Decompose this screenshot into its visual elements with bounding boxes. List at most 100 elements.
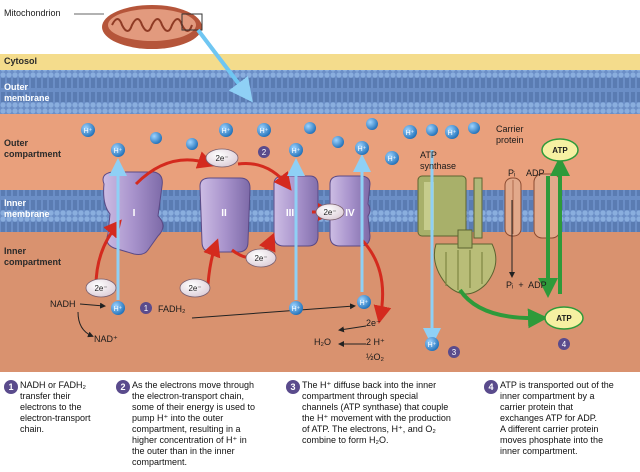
svg-text:H⁺: H⁺ [114, 148, 123, 155]
diagram-badge-2-text: 2 [262, 148, 267, 157]
atp-oval-top [541, 138, 579, 162]
svg-text:H⁺: H⁺ [260, 128, 269, 135]
svg-text:H⁺: H⁺ [114, 306, 123, 313]
atp-synthase [417, 175, 497, 295]
svg-text:2e⁻: 2e⁻ [254, 254, 267, 263]
svg-text:H⁺: H⁺ [428, 342, 437, 349]
cytosol-band [0, 54, 640, 70]
svg-text:H⁺: H⁺ [292, 306, 301, 313]
electron-pair [205, 148, 239, 168]
electron-labels: 2e⁻ 2e⁻ 2e⁻ 2e⁻ 2e⁻ [94, 154, 336, 293]
electron-pair [315, 203, 345, 221]
atp-arrows [458, 156, 570, 329]
step-4-badge: 4 [484, 380, 498, 394]
electron-pair [179, 278, 211, 298]
step-2-badge: 2 [116, 380, 130, 394]
nadh-label: NADH [50, 299, 76, 309]
proton-pump-arrows [109, 150, 441, 346]
diagram-badge-1 [140, 302, 152, 314]
step-4-text: ATP is transported out of the inner comp… [500, 380, 614, 456]
h-ion [81, 123, 95, 137]
svg-text:2e⁻: 2e⁻ [323, 208, 336, 217]
h-ion [366, 118, 378, 130]
mitochondrion-label: Mitochondrion [4, 8, 61, 18]
fadh2-label: FADH₂ [158, 304, 186, 314]
svg-text:H⁺: H⁺ [84, 128, 93, 135]
outer-compartment-label: Outer compartment [4, 138, 62, 159]
h-ion [468, 122, 480, 134]
svg-text:H⁺: H⁺ [360, 300, 369, 307]
h-ion [403, 125, 417, 139]
h-ion [219, 123, 233, 137]
h-ion [426, 124, 438, 136]
half-o2-label: ½O₂ [366, 352, 384, 362]
step-2-text: As the electrons move through the electr… [132, 380, 256, 467]
step-3-text: The H⁺ diffuse back into the inner compa… [302, 380, 451, 445]
atp-top-label: ATP [552, 146, 568, 155]
h-ion [357, 295, 371, 309]
outer-membrane-label: Outer membrane [4, 82, 50, 103]
step-1-badge: 1 [4, 380, 18, 394]
svg-text:H⁺: H⁺ [292, 148, 301, 155]
diagram-badge-3 [448, 346, 460, 358]
inner-compartment-label: Inner compartment [4, 246, 62, 267]
h-ion [355, 141, 369, 155]
h-ion [332, 136, 344, 148]
diagram-badge-4 [558, 338, 570, 350]
svg-text:H⁺: H⁺ [358, 146, 367, 153]
svg-text:2e⁻: 2e⁻ [94, 284, 107, 293]
complex-III-label: III [286, 208, 295, 219]
atp-oval-bottom [544, 306, 584, 330]
h-ion [150, 132, 162, 144]
h-ion [304, 122, 316, 134]
svg-text:2e⁻: 2e⁻ [215, 154, 228, 163]
cytosol-label: Cytosol [4, 56, 38, 66]
diagram-badge-3-text: 3 [452, 348, 457, 357]
h-ions [81, 118, 480, 351]
atp-synthase-label: ATP synthase [420, 150, 457, 171]
zoom-arrow [196, 28, 253, 103]
outer-membrane [0, 70, 640, 114]
water-label: H₂O [314, 337, 331, 347]
step-1-text: NADH or FADH₂ transfer their electrons t… [20, 380, 91, 434]
carrier-protein-label: Carrier protein [496, 124, 524, 145]
h-ion [111, 301, 125, 315]
phosphate-carrier [504, 177, 522, 237]
h-ion [289, 143, 303, 157]
pi-adp-bottom-label: Pᵢ + ADP [506, 280, 547, 290]
diagram-badge-1-text: 1 [144, 304, 149, 313]
svg-text:H⁺: H⁺ [448, 130, 457, 137]
complex-I-label: I [133, 208, 136, 219]
h-ion [425, 337, 439, 351]
complex-IV [329, 175, 371, 247]
electron-pair [85, 278, 117, 298]
caption-area [0, 372, 640, 472]
diagram-badge-2 [258, 146, 270, 158]
svg-text:H⁺: H⁺ [406, 130, 415, 137]
pi-top-label: Pᵢ [508, 168, 516, 178]
electron-pairs [85, 148, 345, 298]
mitochondrion-icon [74, 5, 203, 49]
inner-compartment [0, 232, 640, 372]
chemistry-arrows [77, 200, 515, 347]
top-white-area [0, 0, 640, 54]
inner-membrane-label: Inner membrane [4, 198, 50, 219]
atp-bottom-label: ATP [556, 314, 572, 323]
step-3-badge: 3 [286, 380, 300, 394]
diagram-badge-4-text: 4 [562, 340, 567, 349]
h-ion [445, 125, 459, 139]
adp-top-label: ADP [526, 168, 545, 178]
two-h-label: 2 H⁺ [366, 337, 385, 347]
nad-plus-label: NAD⁺ [94, 334, 118, 344]
h-ion [385, 151, 399, 165]
h-ion [186, 138, 198, 150]
complex-IV-label: IV [345, 208, 355, 219]
h-ion-labels: H⁺ H⁺ H⁺ H⁺ H⁺ H⁺ H⁺ H⁺ H⁺ H⁺ H⁺ H⁺ H⁺ [84, 128, 457, 349]
svg-text:H⁺: H⁺ [222, 128, 231, 135]
svg-text:2e⁻: 2e⁻ [188, 284, 201, 293]
h-ion [289, 301, 303, 315]
two-e-bottom-label: 2e⁻ [366, 318, 381, 328]
h-ion [257, 123, 271, 137]
